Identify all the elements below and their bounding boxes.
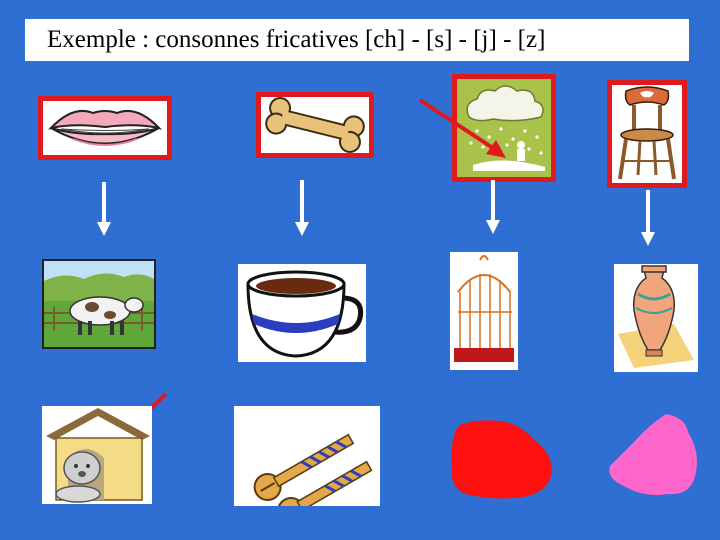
down-arrow-3-icon (486, 180, 500, 234)
vase-image (614, 264, 698, 372)
pink-blob (609, 414, 697, 495)
chair-image (607, 80, 687, 188)
red-blob (451, 420, 552, 499)
birdcage-image (450, 252, 518, 370)
bone-image (256, 92, 374, 158)
doghouse-image (42, 406, 152, 504)
screws-image (234, 406, 380, 506)
down-arrow-4-icon (641, 190, 655, 246)
lips-image (38, 96, 172, 160)
down-arrow-1-icon (97, 182, 111, 236)
snow-cloud-image (452, 74, 556, 182)
slide-title: Exemple : consonnes fricatives [ch] - [s… (47, 26, 546, 53)
title-bar: Exemple : consonnes fricatives [ch] - [s… (25, 19, 689, 61)
cow-image (42, 259, 156, 349)
arrow-to-snow-icon (418, 98, 506, 158)
coffee-cup-image (238, 264, 366, 362)
down-arrow-2-icon (295, 180, 309, 236)
